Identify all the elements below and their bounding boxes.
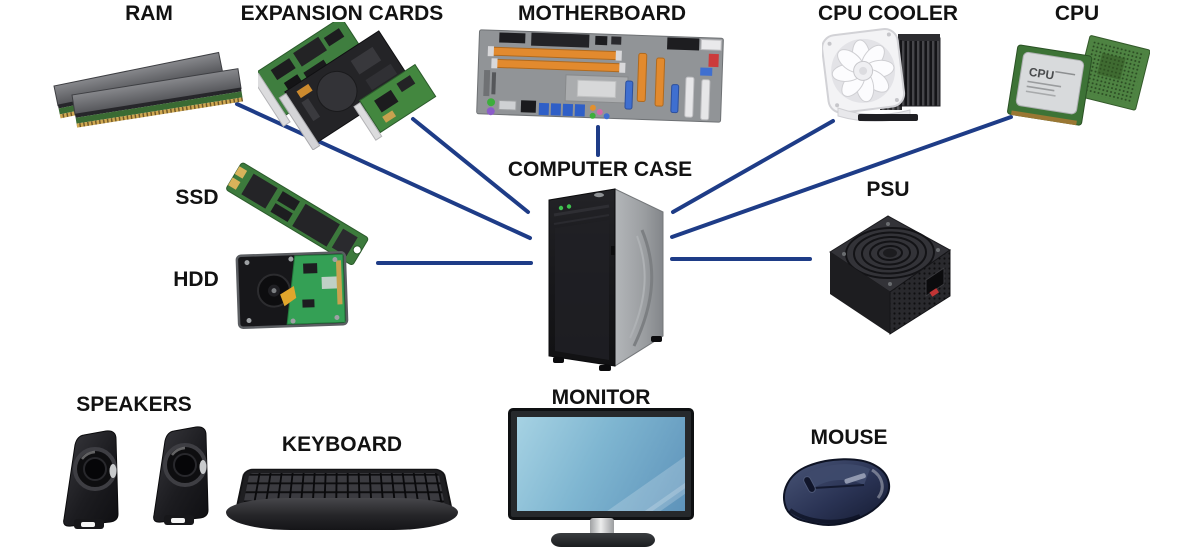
expansion-cards-image (258, 22, 437, 150)
ssd-chip (241, 173, 278, 209)
keyboard-image (226, 452, 458, 536)
computer-case-image (548, 188, 664, 371)
speakers-label: SPEAKERS (76, 393, 192, 416)
ssd-label: SSD (175, 186, 219, 209)
monitor-screen (517, 417, 685, 511)
line-expansion-case (411, 117, 530, 214)
psu-left-face (830, 252, 890, 334)
line-ram-case (235, 102, 532, 240)
line-cpu-case (670, 115, 1013, 239)
hdd-flex (280, 285, 297, 307)
mouse-label: MOUSE (810, 426, 888, 449)
case-side-crease (632, 229, 654, 347)
cpu-cooler-image (822, 28, 941, 122)
hdd-label: HDD (173, 268, 219, 291)
psu-power-socket (925, 267, 945, 297)
ram-label: RAM (125, 2, 173, 25)
monitor-stand-neck (590, 518, 614, 537)
cpu-cooler-label: CPU COOLER (817, 2, 959, 25)
cpu-front-chip: CPU (1007, 44, 1093, 126)
case-usb-port (611, 246, 615, 255)
cpu-label: CPU (1054, 2, 1100, 25)
hdd-image (235, 251, 349, 330)
cpu-chip-text: CPU (1028, 65, 1055, 83)
ssd-chip (292, 203, 340, 247)
expansion-card-small (358, 63, 437, 134)
card-bracket (353, 102, 383, 141)
mouse-scroll-wheel (803, 476, 816, 493)
ram-slots (487, 46, 626, 73)
card-bracket (278, 92, 321, 150)
line-cooler-case (671, 119, 835, 214)
motherboard-label: MOTHERBOARD (518, 2, 686, 25)
mouse-image (783, 458, 891, 526)
mouse-buttons (806, 464, 870, 488)
case-power-led (558, 205, 564, 211)
keyboard-label: KEYBOARD (281, 433, 403, 456)
cpu-back-chip (1075, 35, 1150, 111)
psu-image (829, 215, 951, 335)
speaker-left (61, 428, 120, 531)
monitor-label: MONITOR (551, 386, 651, 409)
speakers-image (61, 424, 210, 531)
monitor-stand-base (551, 533, 655, 547)
psu-label: PSU (866, 178, 910, 201)
mouse-highlight (871, 468, 884, 499)
cpu-image: CPU (1007, 35, 1150, 126)
cooler-base (858, 114, 918, 121)
expansion-card-black (284, 30, 413, 143)
speaker-right (151, 424, 210, 527)
cpu-contacts (1011, 110, 1077, 126)
card-bracket (258, 72, 291, 127)
ssd-image (226, 162, 369, 266)
ram-image (53, 52, 244, 128)
monitor-image (508, 408, 694, 520)
keyboard-palm-rest (226, 498, 458, 530)
expansion-cards-label: EXPANSION CARDS (240, 2, 444, 25)
motherboard-image (476, 29, 724, 123)
pcie-slots (624, 52, 711, 121)
computer-case-label: COMPUTER CASE (507, 158, 693, 181)
psu-fan-grille (845, 226, 935, 280)
case-power-button (594, 192, 604, 198)
case-hdd-led (566, 204, 572, 209)
io-ports (486, 98, 610, 120)
mouse-side-button (844, 473, 866, 484)
cooler-fan (822, 28, 906, 114)
